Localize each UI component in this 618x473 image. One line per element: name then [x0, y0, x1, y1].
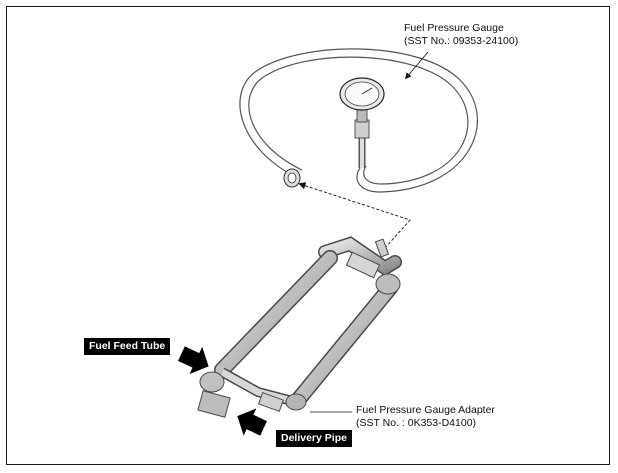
delivery-pipe-label: Delivery Pipe: [276, 430, 352, 447]
gauge-hose: [239, 48, 478, 193]
hose-end-fitting: [283, 168, 301, 188]
pressure-gauge-dial: [339, 77, 385, 111]
gauge-callout-sst: (SST No.: 09353-24100): [404, 35, 519, 47]
adapter-callout-sst: (SST No. : 0K353-D4100): [356, 417, 477, 429]
gauge-callout-title: Fuel Pressure Gauge: [404, 22, 504, 34]
fuel-feed-tube-label: Fuel Feed Tube: [84, 338, 171, 355]
adapter-callout: Fuel Pressure Gauge Adapter (SST No. : 0…: [356, 404, 495, 430]
connection-dashed-line: [298, 182, 411, 249]
feed-tube-arrow-icon: [178, 346, 209, 375]
gauge-callout: Fuel Pressure Gauge (SST No.: 09353-2410…: [404, 22, 518, 48]
gauge-leader-line: [404, 51, 429, 80]
adapter-callout-title: Fuel Pressure Gauge Adapter: [356, 404, 495, 416]
gauge-adapter-assembly: [197, 236, 402, 418]
diagram-border: [6, 6, 610, 465]
delivery-pipe-arrow-icon: [237, 408, 267, 436]
gauge-stem: [354, 107, 370, 168]
